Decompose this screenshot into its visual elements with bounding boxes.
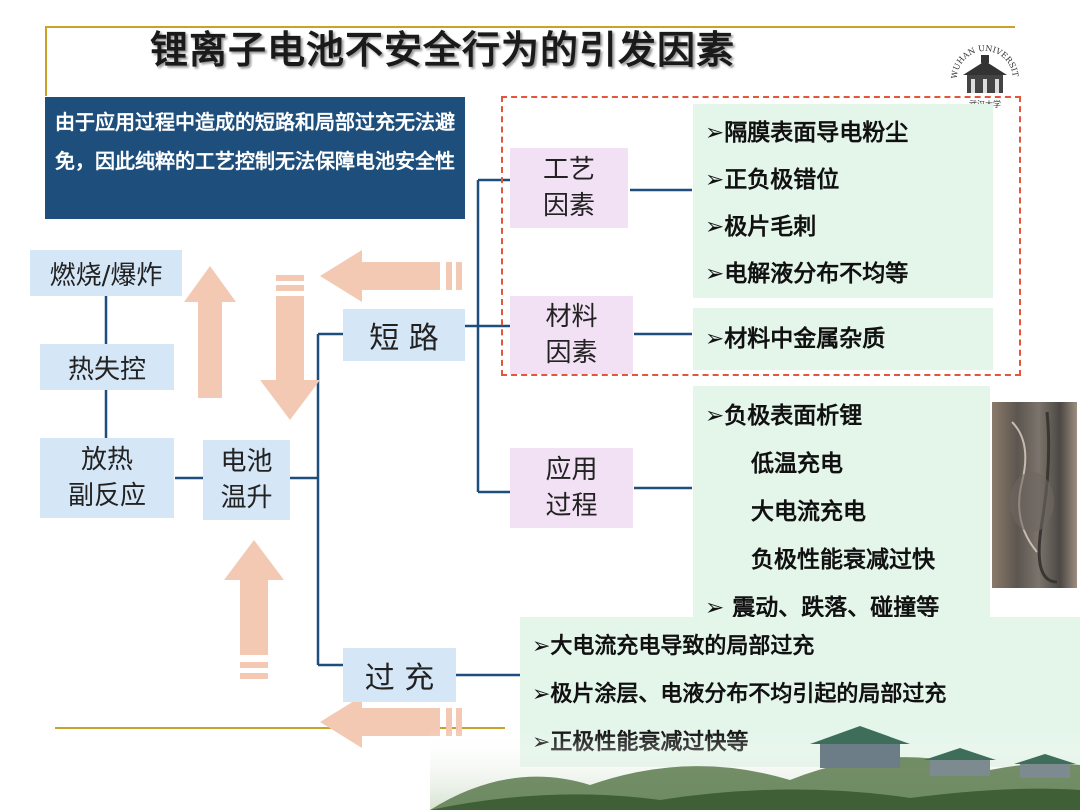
electrode-photo <box>992 402 1077 588</box>
electrode-photo-texture <box>1010 411 1058 584</box>
thermal-runaway-label: 热失控 <box>67 354 146 385</box>
bottom-rule <box>55 727 505 729</box>
short-circuit-box: 短 路 <box>343 309 465 361</box>
material-list: ➢材料中金属杂质 <box>693 308 993 370</box>
material-factor-label-1: 材料 <box>545 302 598 332</box>
top-rule <box>45 26 1015 28</box>
left-arrow-bottom <box>320 696 462 748</box>
exothermic-label-2: 副反应 <box>67 481 146 511</box>
process-item: ➢电解液分布不均等 <box>705 261 909 287</box>
down-arrow <box>260 275 320 420</box>
thermal-runaway-box: 热失控 <box>40 344 174 390</box>
note-box: 由于应用过程中造成的短路和局部过充无法避免，因此纯粹的工艺控制无法保障电池安全性 <box>45 97 465 219</box>
usage-factor-box: 应用 过程 <box>510 448 633 528</box>
temp-rise-box: 电池 温升 <box>203 440 290 520</box>
left-arrow-top <box>320 250 462 302</box>
process-factor-label-2: 因素 <box>542 191 595 221</box>
usage-factor-label-2: 过程 <box>545 491 598 521</box>
temp-rise-label-2: 温升 <box>220 483 273 513</box>
overcharge-box: 过 充 <box>343 648 456 702</box>
burn-explode-box: 燃烧/爆炸 <box>30 250 182 296</box>
material-item: ➢材料中金属杂质 <box>705 326 886 352</box>
process-factor-label-1: 工艺 <box>542 155 595 185</box>
material-factor-label-2: 因素 <box>545 338 598 368</box>
exothermic-label-1: 放热 <box>80 445 133 475</box>
usage-item: ➢ 震动、跌落、碰撞等 <box>705 595 940 621</box>
slide-title: 锂离子电池不安全行为的引发因素 <box>150 28 736 72</box>
usage-subitem: 负极性能衰减过快 <box>751 547 935 573</box>
usage-subitem: 低温充电 <box>751 451 843 477</box>
process-item: ➢极片毛刺 <box>705 214 817 240</box>
usage-list: ➢负极表面析锂 低温充电 大电流充电 负极性能衰减过快 ➢ 震动、跌落、碰撞等 <box>693 386 990 626</box>
process-item: ➢正负极错位 <box>705 167 840 193</box>
usage-subitem: 大电流充电 <box>751 499 866 525</box>
usage-item: ➢负极表面析锂 <box>705 403 863 429</box>
usage-factor-label-1: 应用 <box>545 455 598 485</box>
overcharge-label: 过 充 <box>364 661 435 696</box>
process-list: ➢隔膜表面导电粉尘 ➢正负极错位 ➢极片毛刺 ➢电解液分布不均等 <box>693 104 993 298</box>
up-arrow-bottom <box>224 540 284 679</box>
campus-scenery <box>430 726 1080 810</box>
overcharge-item: ➢大电流充电导致的局部过充 <box>532 634 815 659</box>
temp-rise-label-1: 电池 <box>220 447 273 477</box>
overcharge-item: ➢极片涂层、电液分布不均引起的局部过充 <box>532 682 947 707</box>
process-factor-box: 工艺 因素 <box>510 148 628 228</box>
process-item: ➢隔膜表面导电粉尘 <box>705 120 909 146</box>
dashed-frame <box>501 96 1021 376</box>
exothermic-box: 放热 副反应 <box>40 438 174 518</box>
up-arrow-burn <box>184 266 236 398</box>
left-rule <box>45 26 47 96</box>
burn-explode-label: 燃烧/爆炸 <box>49 260 163 291</box>
material-factor-box: 材料 因素 <box>510 296 633 374</box>
short-circuit-label: 短 路 <box>369 321 439 356</box>
